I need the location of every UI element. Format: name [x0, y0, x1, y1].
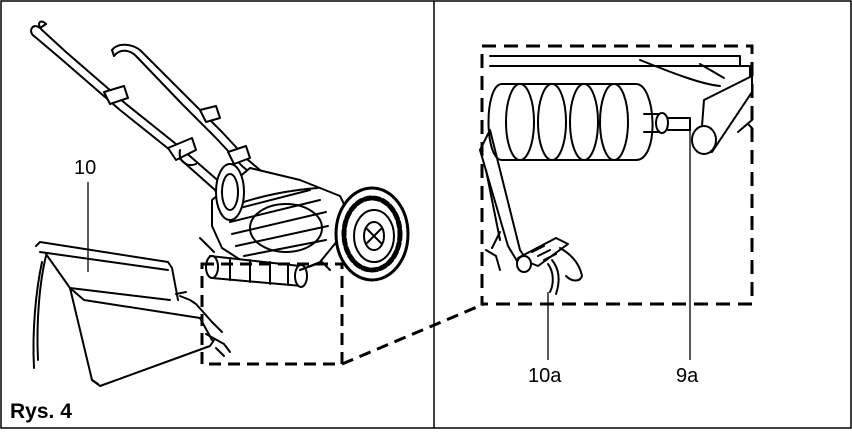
grass-box-illustration — [32, 241, 231, 387]
callout-box-left — [200, 262, 344, 366]
mower-left-wheel — [215, 163, 245, 221]
detail-illustration — [479, 55, 753, 295]
label-9a: 9a — [676, 365, 699, 387]
mower-handle — [30, 25, 231, 213]
label-10a: 10a — [528, 365, 562, 387]
callout-connector — [341, 302, 485, 366]
figure-caption: Rys. 4 — [10, 400, 72, 423]
label-10: 10 — [74, 157, 97, 179]
mower-body — [211, 167, 349, 275]
mower-illustration — [30, 20, 410, 288]
callout-box-right — [480, 44, 754, 306]
